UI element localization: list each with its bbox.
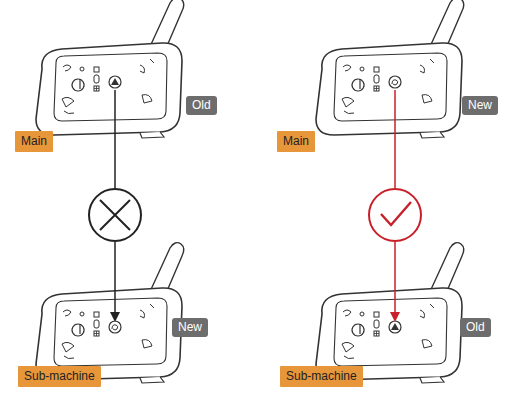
tag-text: New: [178, 320, 202, 335]
button-icon: [109, 321, 121, 333]
device-old-sub: [316, 243, 464, 383]
role-tag: Main: [15, 131, 53, 152]
version-tag: Old: [460, 318, 491, 337]
device-old-main: [36, 0, 184, 138]
role-tag: Main: [277, 131, 315, 152]
device-new-sub: [36, 243, 184, 383]
tag-text: Main: [21, 134, 47, 149]
version-tag: New: [462, 96, 498, 115]
tag-text: Sub-machine: [24, 369, 95, 384]
role-tag: Sub-machine: [280, 366, 363, 387]
version-tag: New: [172, 318, 208, 337]
device-new-main: [316, 0, 464, 138]
button-icon: [389, 321, 401, 333]
version-tag: Old: [186, 96, 217, 115]
role-tag: Sub-machine: [18, 366, 101, 387]
button-icon: [389, 76, 401, 88]
tag-text: Main: [283, 134, 309, 149]
tag-text: Old: [466, 320, 485, 335]
correct-arrow: [369, 90, 421, 322]
wrong-arrow: [89, 90, 141, 322]
button-icon: [109, 76, 121, 88]
tag-text: Old: [192, 98, 211, 113]
tag-text: Sub-machine: [286, 369, 357, 384]
tag-text: New: [468, 98, 492, 113]
